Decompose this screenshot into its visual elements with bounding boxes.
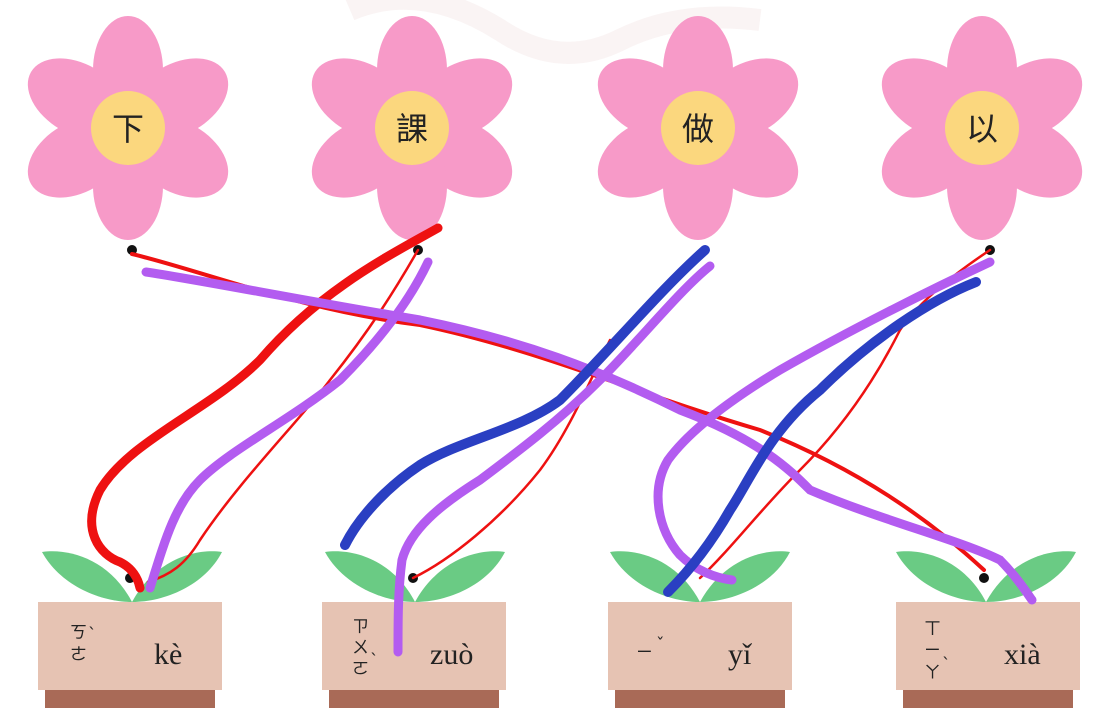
pot-leaves (42, 551, 222, 602)
drawn-line-red-thin[interactable] (146, 248, 420, 584)
pot-leaves (896, 551, 1076, 602)
pot-body (608, 602, 792, 690)
drawn-line-purple[interactable] (653, 257, 995, 585)
anchor-dot[interactable] (127, 245, 137, 255)
drawn-line-purple[interactable] (141, 267, 1037, 605)
flower-ke: 課 (311, 16, 513, 240)
flower-character: 課 (396, 110, 428, 148)
flower-character: 以 (966, 110, 998, 148)
flower-character: 下 (112, 110, 144, 148)
drawn-line-purple[interactable] (393, 261, 715, 657)
pot-body (38, 602, 222, 690)
pot-base (615, 690, 785, 708)
flower-zuo: 做 (597, 16, 799, 240)
drawn-line-purple[interactable] (145, 257, 433, 593)
pot-body (896, 602, 1080, 690)
bopomofo-2: ㄨ (352, 638, 369, 658)
bopomofo-tone: ˋ (942, 655, 951, 675)
drawn-line-blue[interactable] (340, 245, 710, 550)
bopomofo-1: ㄧ (636, 643, 653, 663)
bopomofo-1: ㄎ (70, 623, 87, 643)
pot-base (903, 690, 1073, 708)
flower-petals (881, 16, 1083, 240)
pot-yi: ㄧ ˇ yǐ (608, 551, 792, 708)
flower-xia: 下 (27, 16, 229, 240)
flower-center (661, 91, 735, 165)
drawn-line-blue[interactable] (663, 277, 981, 597)
anchor-dot[interactable] (979, 573, 989, 583)
drawn-line-red[interactable] (130, 252, 986, 572)
bopomofo-1: ㄗ (352, 617, 369, 637)
pot-xia: ㄒ ㄧ ㄚ ˋ xià (896, 551, 1080, 708)
bopomofo-3: ㄚ (924, 663, 941, 683)
pot-leaves (325, 551, 505, 602)
bopomofo-tone: ˇ (656, 635, 665, 655)
pinyin-label: xià (1004, 638, 1041, 671)
bopomofo-3: ㄛ (352, 659, 369, 679)
flower-center (945, 91, 1019, 165)
flower-yi: 以 (881, 16, 1083, 240)
bopomofo-tone: ˋ (370, 651, 379, 671)
bopomofo-2: ㄧ (924, 641, 941, 661)
drawn-line-red-thick[interactable] (87, 223, 443, 593)
bopomofo-2: ㄜ (70, 645, 87, 665)
flower-character: 做 (682, 110, 714, 148)
pot-ke: ㄎ ㄜ ˋ kè (38, 551, 222, 708)
pot-base (45, 690, 215, 708)
pinyin-label: zuò (430, 638, 473, 671)
pot-body (322, 602, 506, 690)
flower-center (375, 91, 449, 165)
drawn-line-red-thin[interactable] (411, 338, 612, 580)
bopomofo-tone: ˋ (88, 625, 97, 645)
pinyin-label: kè (154, 638, 182, 671)
pot-base (329, 690, 499, 708)
bopomofo-1: ㄒ (924, 619, 941, 639)
flower-center (91, 91, 165, 165)
pinyin-label: yǐ (728, 638, 752, 671)
pot-zuo: ㄗ ㄨ ㄛ ˋ zuò (322, 551, 506, 708)
